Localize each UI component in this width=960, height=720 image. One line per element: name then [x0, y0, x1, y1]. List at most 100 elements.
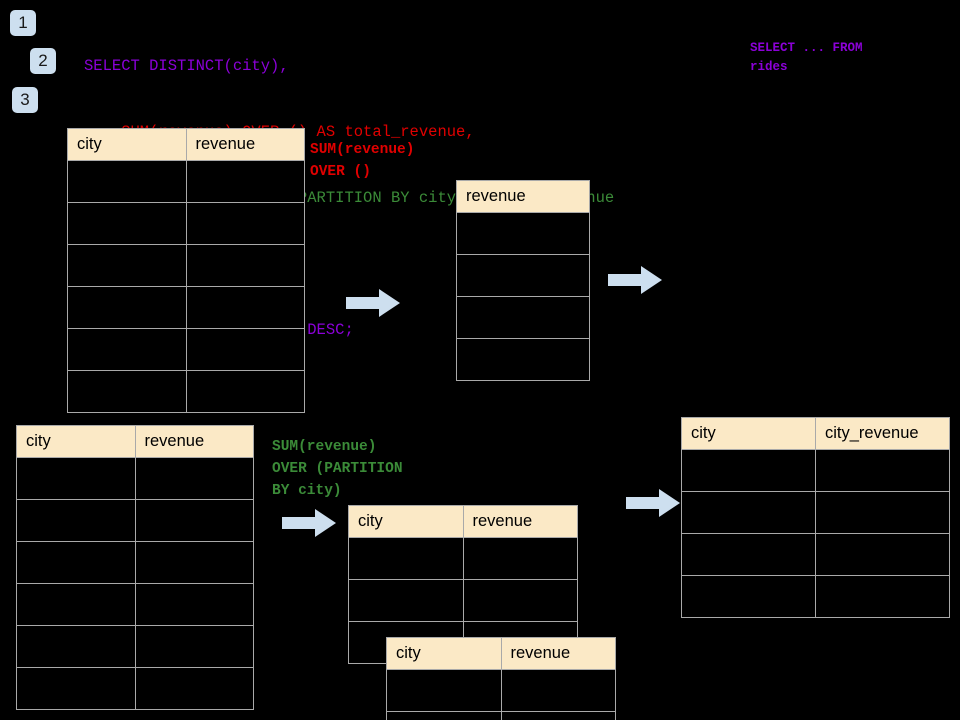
table-row	[348, 579, 578, 622]
table-header-row: revenue	[456, 180, 590, 213]
table-cell	[348, 537, 464, 580]
table-cell	[815, 533, 950, 576]
column-header-city: city	[348, 505, 464, 538]
column-header-revenue: revenue	[134, 425, 254, 458]
table-row	[67, 202, 305, 245]
column-header-city: city	[16, 425, 136, 458]
table-cell	[185, 160, 305, 203]
table-source-bottom: city revenue	[16, 425, 254, 710]
table-cell	[456, 296, 590, 339]
step-badge-3: 3	[12, 87, 38, 113]
table-cell	[815, 575, 950, 618]
table-cell	[185, 286, 305, 329]
table-cell	[462, 579, 578, 622]
column-header-revenue: revenue	[500, 637, 616, 670]
table-source-top: city revenue	[67, 128, 305, 413]
table-row	[16, 583, 254, 626]
table-body	[386, 669, 616, 720]
column-header-revenue: revenue	[185, 128, 305, 161]
table-header-row: city revenue	[386, 637, 616, 670]
table-row	[348, 537, 578, 580]
table-body	[681, 449, 950, 618]
table-partition-b: city revenue	[386, 637, 616, 720]
table-body	[456, 212, 590, 381]
table-row	[681, 533, 950, 576]
table-cell	[16, 499, 136, 542]
table-cell	[134, 583, 254, 626]
table-cell	[681, 491, 816, 534]
column-header-city: city	[67, 128, 187, 161]
table-cell	[67, 370, 187, 413]
table-cell	[185, 328, 305, 371]
table-cell	[67, 328, 187, 371]
annotation-total-revenue: SUM(revenue) OVER ()	[310, 142, 415, 180]
table-cell	[185, 244, 305, 287]
table-row	[386, 669, 616, 712]
table-cell	[815, 491, 950, 534]
table-body	[16, 457, 254, 710]
column-header-revenue: revenue	[462, 505, 578, 538]
table-row	[681, 491, 950, 534]
table-cell	[134, 499, 254, 542]
table-row	[67, 160, 305, 203]
step-badge-1: 1	[10, 10, 36, 36]
table-cell	[681, 449, 816, 492]
sql-aside-select-from-rides: SELECT ... FROM rides	[750, 41, 863, 74]
table-row	[456, 254, 590, 297]
step-badge-2: 2	[30, 48, 56, 74]
table-cell	[456, 254, 590, 297]
table-total-revenue: revenue	[456, 180, 590, 381]
column-header-revenue: revenue	[456, 180, 590, 213]
table-cell	[500, 711, 616, 720]
table-cell	[386, 669, 502, 712]
table-row	[16, 457, 254, 500]
table-body	[67, 160, 305, 413]
table-row	[16, 667, 254, 710]
table-cell	[681, 533, 816, 576]
table-cell	[134, 457, 254, 500]
table-cell	[348, 579, 464, 622]
table-cell	[386, 711, 502, 720]
column-header-city-revenue: city_revenue	[815, 417, 950, 450]
table-partition-a: city revenue	[348, 505, 578, 664]
table-cell	[16, 457, 136, 500]
table-cell	[67, 244, 187, 287]
table-header-row: city city_revenue	[681, 417, 950, 450]
table-result: city city_revenue	[681, 417, 950, 618]
sql-line-select: SELECT DISTINCT(city),	[84, 57, 289, 75]
table-cell	[67, 160, 187, 203]
table-cell	[456, 338, 590, 381]
table-header-row: city revenue	[348, 505, 578, 538]
table-row	[681, 575, 950, 618]
table-cell	[462, 537, 578, 580]
table-cell	[134, 541, 254, 584]
table-cell	[134, 625, 254, 668]
table-cell	[16, 541, 136, 584]
table-cell	[16, 625, 136, 668]
table-cell	[815, 449, 950, 492]
table-row	[67, 370, 305, 413]
table-cell	[67, 286, 187, 329]
table-row	[67, 286, 305, 329]
table-row	[681, 449, 950, 492]
arrow-total-to-result-icon	[608, 266, 662, 294]
table-cell	[16, 583, 136, 626]
arrow-source-to-partition-icon	[282, 509, 336, 537]
table-cell	[67, 202, 187, 245]
table-cell	[16, 667, 136, 710]
table-cell	[185, 370, 305, 413]
table-cell	[456, 212, 590, 255]
table-row	[456, 338, 590, 381]
annotation-city-revenue: SUM(revenue) OVER (PARTITION BY city)	[272, 439, 403, 499]
table-row	[16, 541, 254, 584]
table-cell	[500, 669, 616, 712]
table-header-row: city revenue	[16, 425, 254, 458]
table-row	[16, 625, 254, 668]
table-cell	[134, 667, 254, 710]
table-row	[386, 711, 616, 720]
arrow-source-to-total-icon	[346, 289, 400, 317]
table-header-row: city revenue	[67, 128, 305, 161]
table-cell	[185, 202, 305, 245]
table-cell	[681, 575, 816, 618]
